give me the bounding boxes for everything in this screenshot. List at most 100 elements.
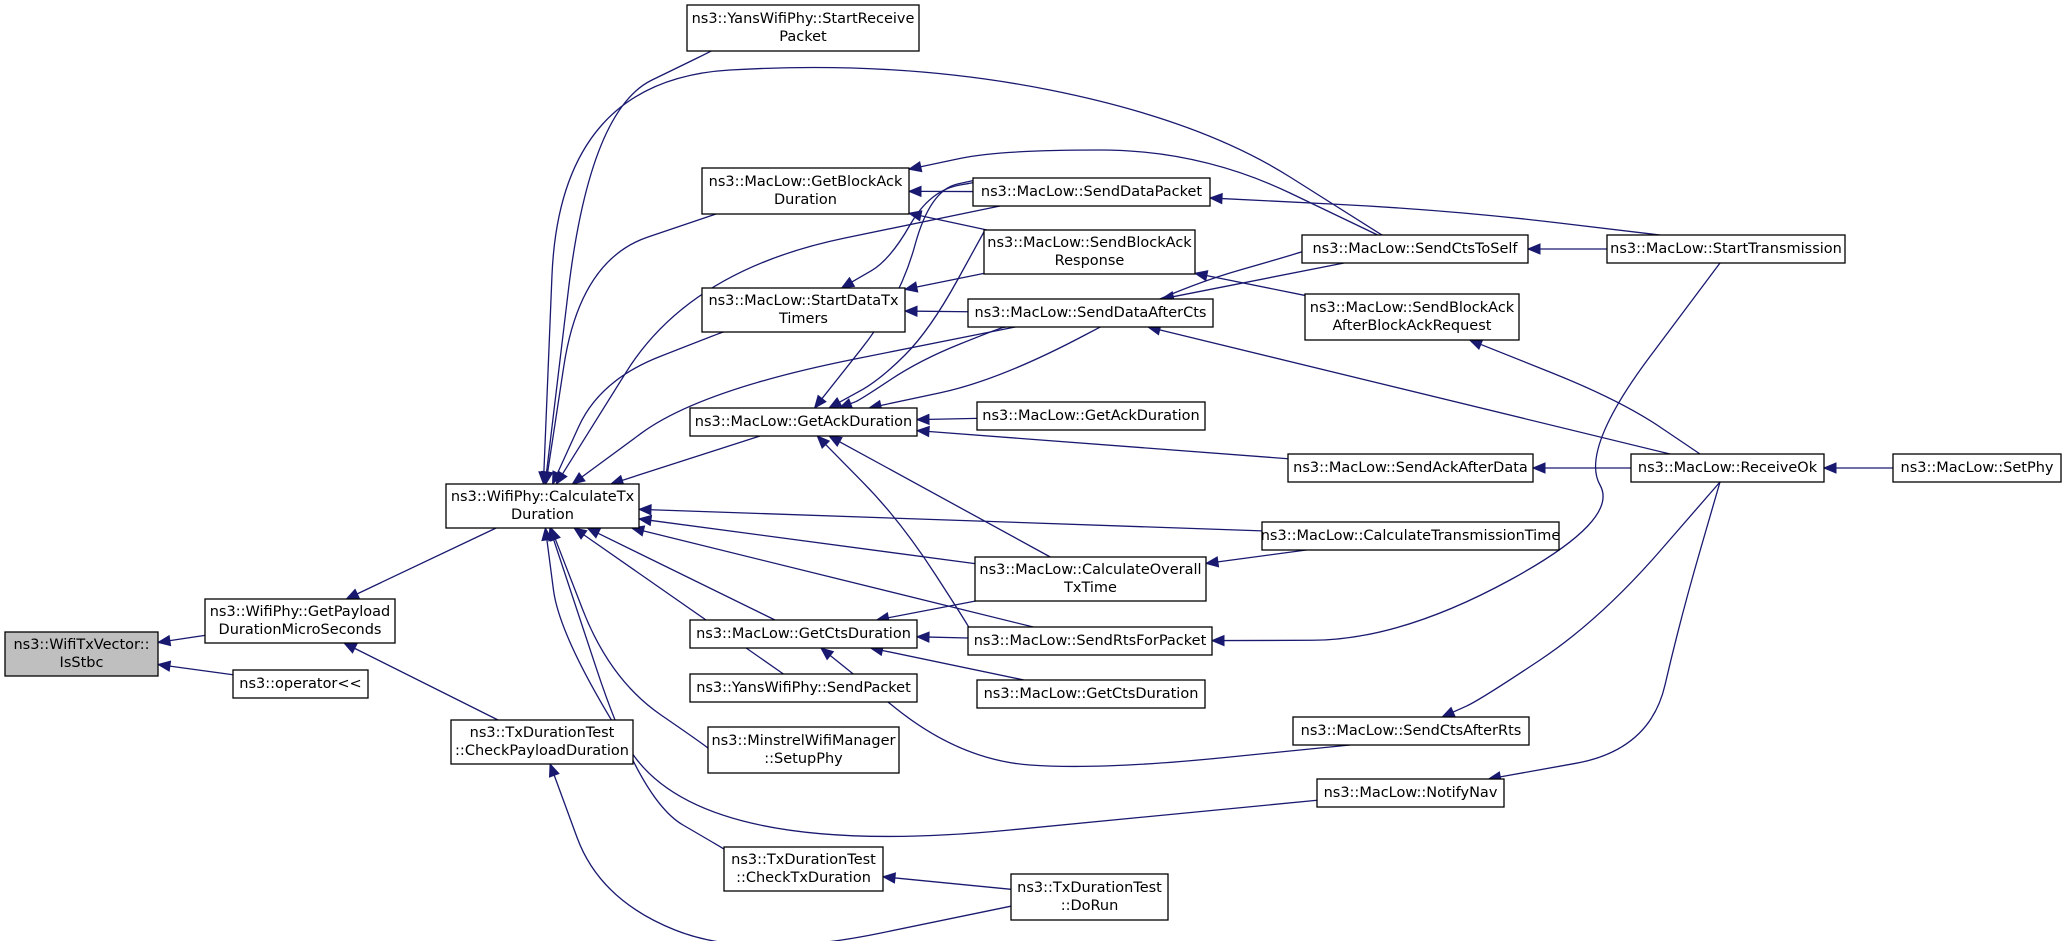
node-label: ns3::MacLow::SetPhy [1901,460,2054,476]
node-getpayload[interactable]: ns3::WifiPhy::GetPayloadDurationMicroSec… [204,598,396,644]
node-label: ns3::MacLow::CalculateOverall [979,562,1201,578]
edge-line [597,532,776,621]
node-label: ns3::MacLow::SendDataAfterCts [975,305,1207,321]
node-label: ns3::MacLow::StartTransmission [1610,241,1842,257]
edge-senddataaftercts-to-calctx [571,326,1016,485]
node-calctranstime[interactable]: ns3::MacLow::CalculateTransmissionTime [1261,521,1561,551]
arrowhead-icon [1193,270,1209,282]
nodes: ns3::WifiTxVector::IsStbc ns3::WifiPhy::G… [4,4,2062,921]
node-senddataaftercts[interactable]: ns3::MacLow::SendDataAfterCts [967,298,1214,328]
node-minstrel[interactable]: ns3::MinstrelWifiManager::SetupPhy [707,726,900,774]
node-label: ns3::MacLow::GetCtsDuration [984,686,1199,702]
edge-line [920,215,988,231]
edge-operator-to-istbc [156,660,234,676]
node-sendctstoself[interactable]: ns3::MacLow::SendCtsToSelf [1301,234,1529,264]
arrowhead-icon [156,660,172,672]
node-sendblockackafter[interactable]: ns3::MacLow::SendBlockAckAfterBlockAckRe… [1304,293,1520,341]
edge-senddatapacket-to-calctx [555,205,1001,486]
edge-line [643,530,1034,628]
arrowhead-icon [907,185,922,198]
arrowhead-icon [838,398,854,409]
arrowhead-icon [1468,339,1484,350]
node-label: ns3::MacLow::GetBlockAck [709,174,903,190]
node-label: ns3::MacLow::SendCtsToSelf [1312,241,1518,257]
edge-line [356,527,497,595]
node-label: Packet [779,29,827,45]
edge-line [1452,481,1721,713]
node-box [707,726,900,774]
node-label: ::DoRun [1061,898,1119,914]
node-senddatapacket[interactable]: ns3::MacLow::SendDataPacket [972,177,1211,207]
edge-line [888,600,976,619]
edge-sendblockackafter-to-sendblockackresp [1193,270,1306,297]
arrowhead-icon [637,504,652,516]
node-receiveok[interactable]: ns3::MacLow::ReceiveOk [1630,453,1825,483]
edge-line [543,66,1383,473]
node-checktx[interactable]: ns3::TxDurationTest::CheckTxDuration [723,846,884,892]
arrowhead-icon [816,435,831,449]
node-label: IsStbc [60,655,104,671]
node-sendctsafterrts[interactable]: ns3::MacLow::SendCtsAfterRts [1292,716,1530,746]
arrowhead-icon [637,514,653,527]
edge-line [928,430,1289,460]
node-label: ns3::MacLow::StartDataTx [708,293,899,309]
node-operator[interactable]: ns3::operator<< [232,669,369,699]
node-box [1301,234,1529,264]
arrowhead-icon [1440,706,1456,718]
edge-setphy-to-receiveok [1822,462,1893,474]
edge-line [916,272,985,288]
arrowhead-icon [548,526,560,542]
arrowhead-icon [915,631,930,643]
node-label: ns3::MacLow::SendCtsAfterRts [1301,723,1522,739]
edge-calctx-to-getpayload [345,527,497,600]
node-starttransmission[interactable]: ns3::MacLow::StartTransmission [1606,234,1846,264]
node-label: ns3::MacLow::SendBlockAck [987,235,1192,251]
node-checkpayload[interactable]: ns3::TxDurationTest::CheckPayloadDuratio… [450,719,634,765]
node-yanssend[interactable]: ns3::YansWifiPhy::SendPacket [689,673,918,703]
edge-calctranstime-to-calcoverall [1204,549,1307,568]
node-box [1316,778,1505,808]
node-getackdur2[interactable]: ns3::MacLow::GetAckDuration [976,401,1206,431]
node-label: ns3::WifiTxVector:: [13,637,149,653]
arrowhead-icon [1526,243,1541,255]
edge-line [1223,262,1721,642]
arrowhead-icon [548,762,560,778]
edge-starttransmission-to-senddatapacket [1208,192,1661,236]
edge-line [581,326,1016,478]
edge-line [928,417,978,421]
edge-getpayload-to-istbc [156,634,206,647]
node-box [232,669,369,699]
edge-sendrts-to-getackdur [816,435,970,629]
node-getctsdur2[interactable]: ns3::MacLow::GetCtsDuration [976,679,1206,709]
node-label: ns3::operator<< [239,676,361,692]
node-box [967,626,1213,656]
arrowhead-icon [903,305,918,317]
node-box [1010,873,1169,921]
edge-starttransmission-to-sendrts [1210,262,1721,647]
node-notifynav[interactable]: ns3::MacLow::NotifyNav [1316,778,1505,808]
edge-line [650,519,976,565]
node-label: ns3::MacLow::SendDataPacket [981,184,1203,200]
node-getackdur[interactable]: ns3::MacLow::GetAckDuration [689,407,918,437]
edge-sendctstoself-to-calctx [538,66,1383,486]
node-setphy[interactable]: ns3::MacLow::SetPhy [1892,453,2062,483]
arrowhead-icon [156,634,172,647]
node-box [4,631,159,677]
edge-line [547,213,717,473]
node-getctsdur[interactable]: ns3::MacLow::GetCtsDuration [689,619,918,649]
node-label: ::CheckTxDuration [736,870,871,886]
edge-line [882,649,1025,681]
node-box [204,598,396,644]
node-dorun[interactable]: ns3::TxDurationTest::DoRun [1010,873,1169,921]
node-label: ns3::MacLow::ReceiveOk [1638,460,1818,476]
node-sendrts[interactable]: ns3::MacLow::SendRtsForPacket [967,626,1213,656]
node-sendackafterdata[interactable]: ns3::MacLow::SendAckAfterData [1287,453,1534,483]
node-box [976,401,1206,431]
